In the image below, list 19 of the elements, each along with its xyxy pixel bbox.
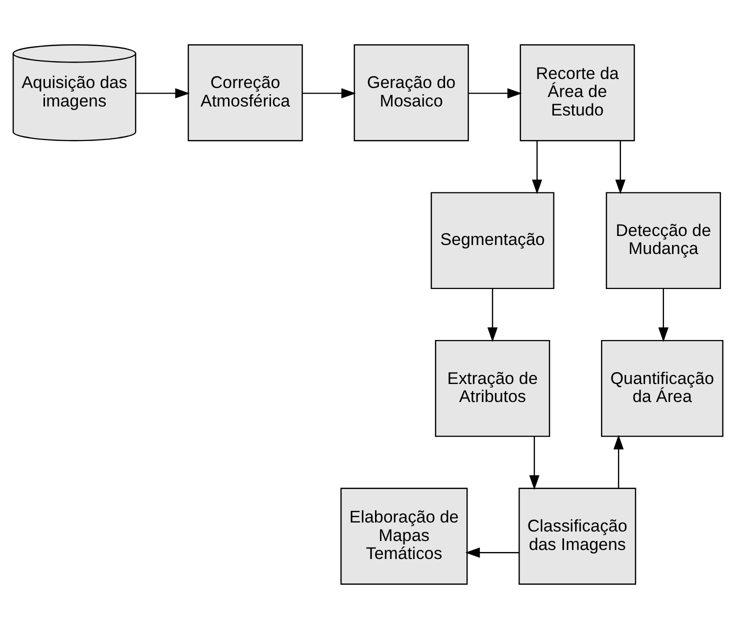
arrow [529, 436, 540, 490]
arrow [302, 88, 356, 98]
arrow [613, 434, 624, 488]
arrow [532, 140, 542, 194]
arrow [658, 288, 668, 342]
node-box: Elaboração de Mapas Temáticos [340, 488, 468, 585]
arrow [487, 288, 498, 342]
node-box: Geração do Mosaico [354, 44, 469, 142]
node-box: Correção Atmosférica [188, 44, 303, 142]
node-box: Segmentação [430, 192, 554, 290]
node-box: Classificação das Imagens [518, 488, 636, 585]
node-box: Extração de Atributos [434, 340, 550, 437]
node-box: Quantificação da Área [601, 340, 724, 437]
arrow [468, 88, 522, 98]
arrow [136, 88, 190, 98]
node-box: Detecção de Mudança [606, 192, 721, 290]
arrow [465, 548, 520, 558]
node-box: Recorte da Área de Estudo [520, 44, 635, 142]
arrow [615, 140, 626, 194]
